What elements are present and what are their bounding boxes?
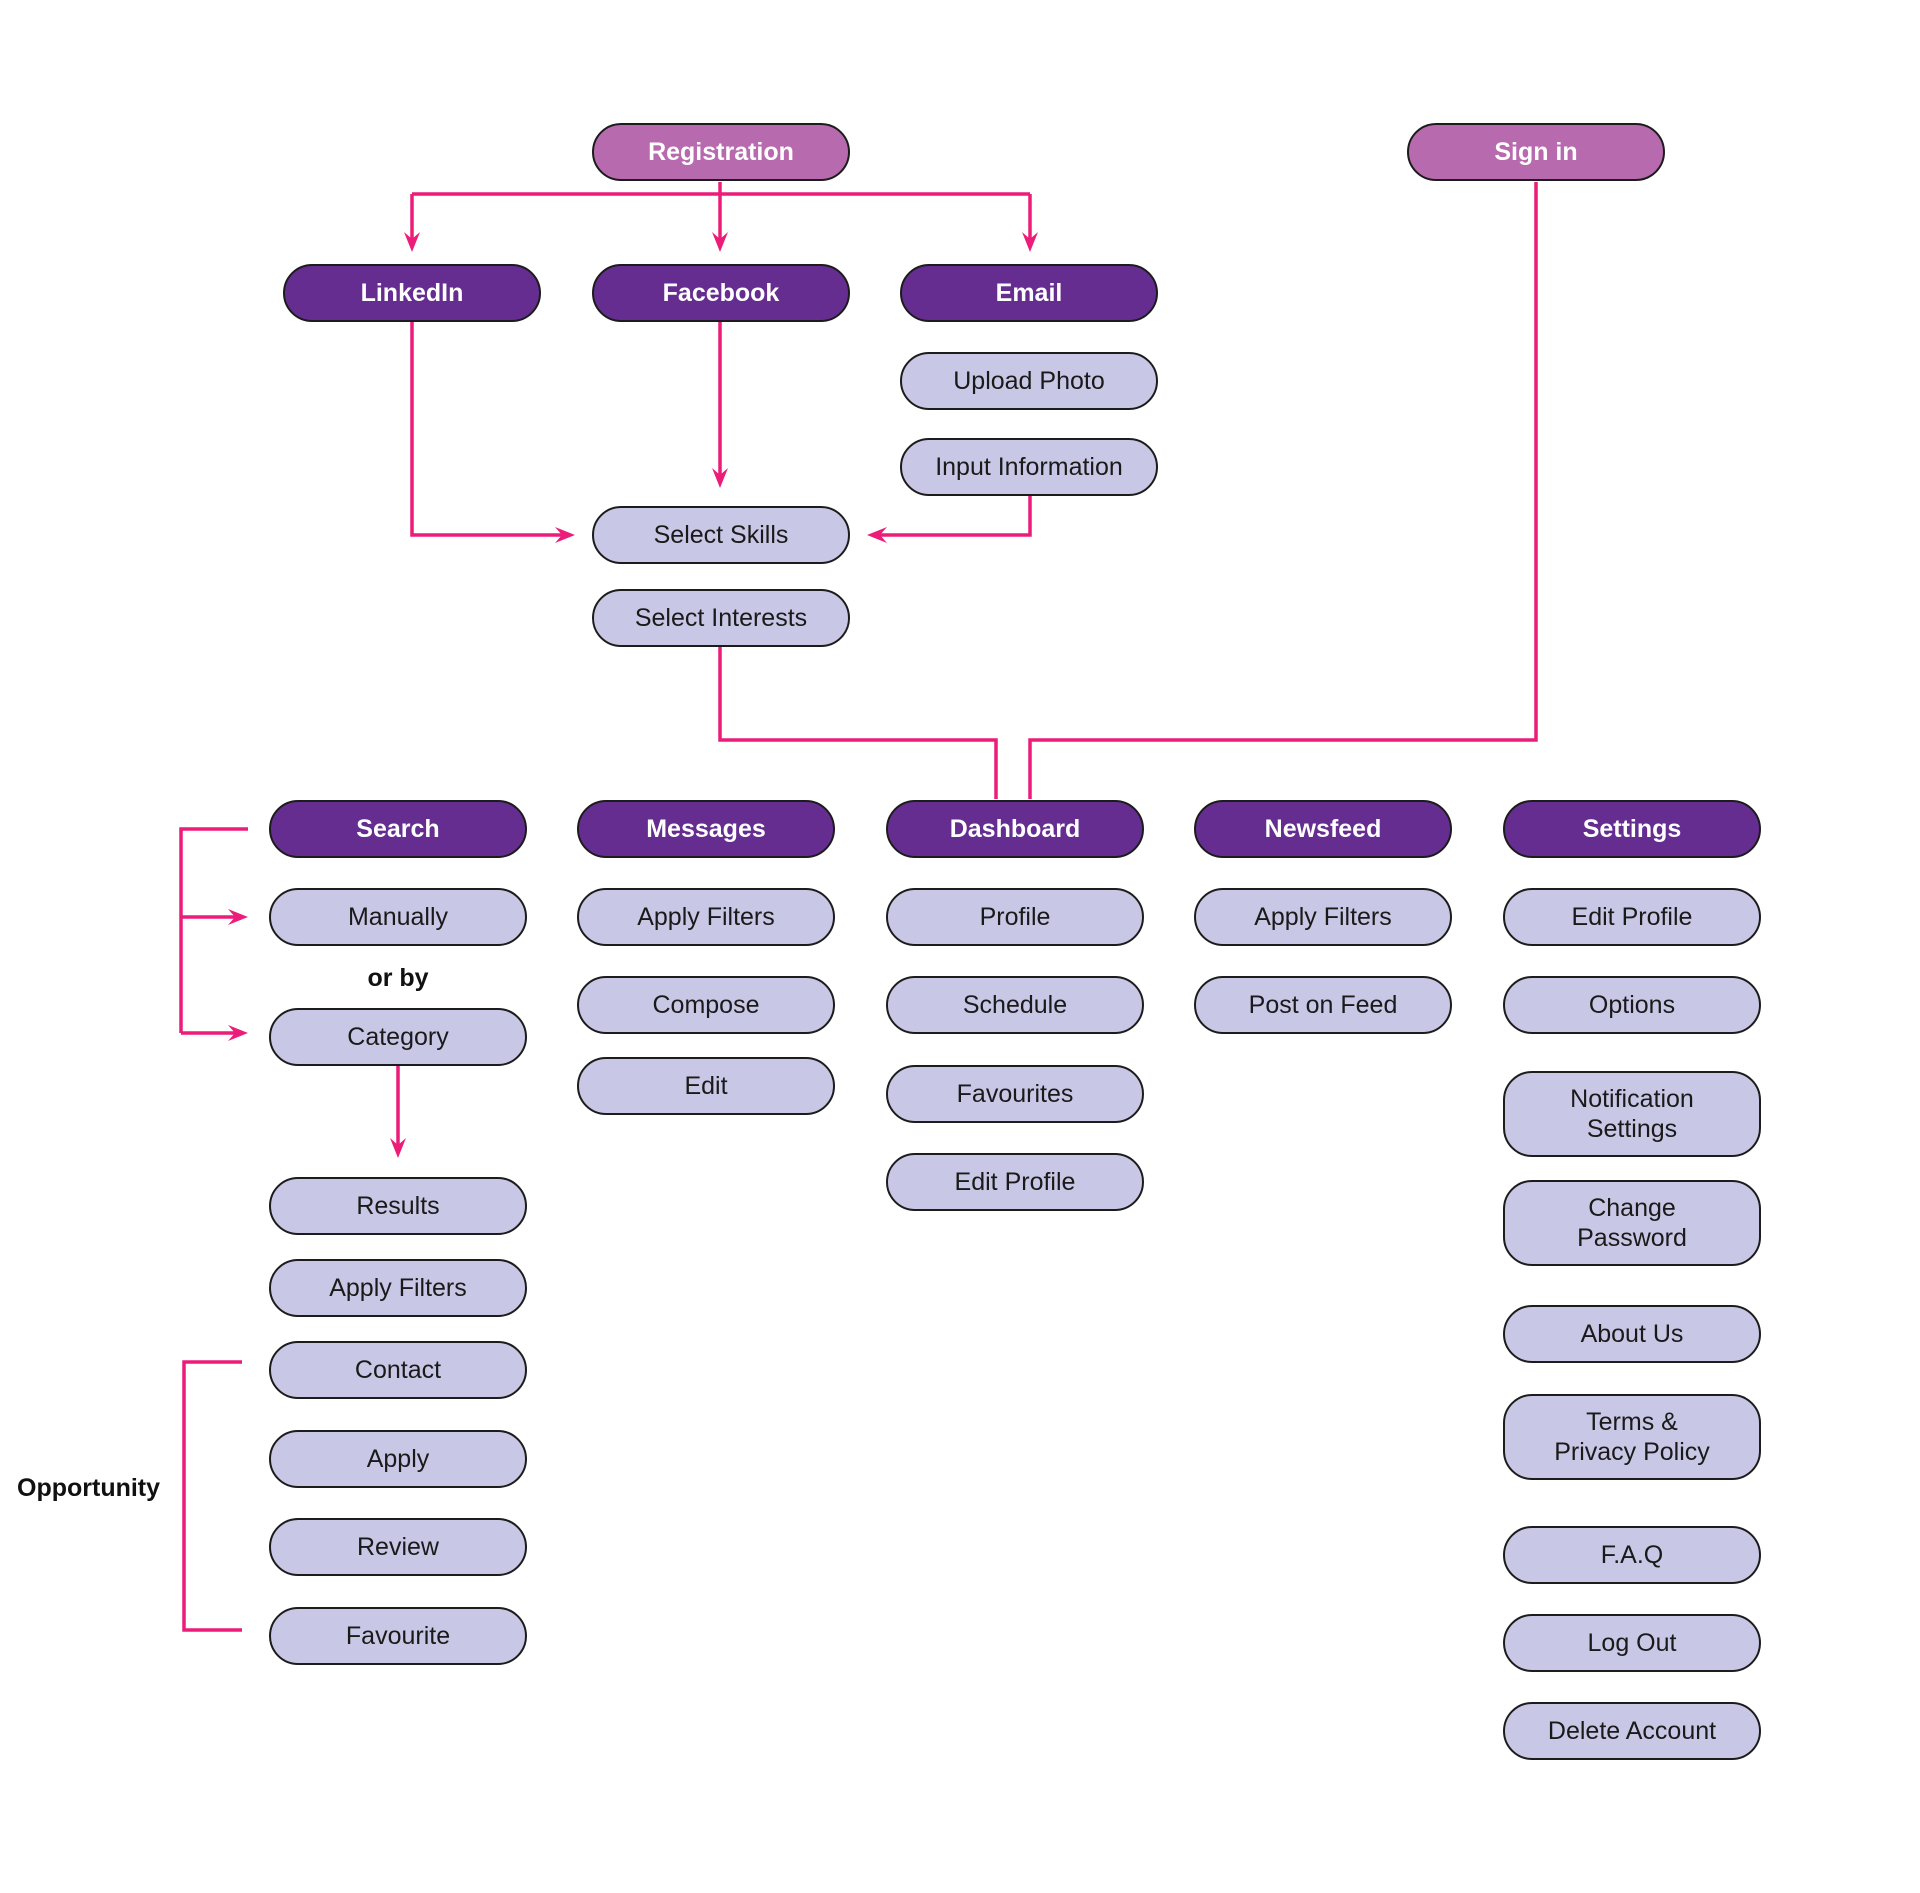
terms-privacy-node[interactable]: Terms & Privacy Policy: [1503, 1394, 1761, 1480]
registration-node[interactable]: Registration: [592, 123, 850, 181]
opportunity-bracket: [182, 1360, 242, 1632]
arrow-email-to-skills: [867, 496, 1032, 543]
email-node[interactable]: Email: [900, 264, 1158, 322]
newsfeed-apply-filters-node[interactable]: Apply Filters: [1194, 888, 1452, 946]
change-password-node[interactable]: Change Password: [1503, 1180, 1761, 1266]
input-information-node[interactable]: Input Information: [900, 438, 1158, 496]
favourite-node[interactable]: Favourite: [269, 1607, 527, 1665]
favourites-node[interactable]: Favourites: [886, 1065, 1144, 1123]
review-node[interactable]: Review: [269, 1518, 527, 1576]
search-apply-filters-node[interactable]: Apply Filters: [269, 1259, 527, 1317]
faq-node[interactable]: F.A.Q: [1503, 1526, 1761, 1584]
compose-node[interactable]: Compose: [577, 976, 835, 1034]
connector-signin-to-dashboard: [1028, 182, 1538, 799]
schedule-node[interactable]: Schedule: [886, 976, 1144, 1034]
search-node[interactable]: Search: [269, 800, 527, 858]
notification-settings-node[interactable]: Notification Settings: [1503, 1071, 1761, 1157]
opportunity-label: Opportunity: [17, 1474, 161, 1502]
delete-account-node[interactable]: Delete Account: [1503, 1702, 1761, 1760]
log-out-node[interactable]: Log Out: [1503, 1614, 1761, 1672]
dashboard-node[interactable]: Dashboard: [886, 800, 1144, 858]
results-node[interactable]: Results: [269, 1177, 527, 1235]
facebook-node[interactable]: Facebook: [592, 264, 850, 322]
messages-node[interactable]: Messages: [577, 800, 835, 858]
linkedin-node[interactable]: LinkedIn: [283, 264, 541, 322]
or-by-label: or by: [367, 964, 429, 992]
profile-node[interactable]: Profile: [886, 888, 1144, 946]
messages-apply-filters-node[interactable]: Apply Filters: [577, 888, 835, 946]
post-on-feed-node[interactable]: Post on Feed: [1194, 976, 1452, 1034]
sign-in-node[interactable]: Sign in: [1407, 123, 1665, 181]
connector-interests-to-dashboard: [718, 646, 998, 799]
newsfeed-node[interactable]: Newsfeed: [1194, 800, 1452, 858]
connector-search-bracket: [179, 827, 248, 1033]
edit-node[interactable]: Edit: [577, 1057, 835, 1115]
settings-edit-profile-node[interactable]: Edit Profile: [1503, 888, 1761, 946]
contact-node[interactable]: Contact: [269, 1341, 527, 1399]
select-interests-node[interactable]: Select Interests: [592, 589, 850, 647]
apply-node[interactable]: Apply: [269, 1430, 527, 1488]
select-skills-node[interactable]: Select Skills: [592, 506, 850, 564]
about-us-node[interactable]: About Us: [1503, 1305, 1761, 1363]
settings-node[interactable]: Settings: [1503, 800, 1761, 858]
upload-photo-node[interactable]: Upload Photo: [900, 352, 1158, 410]
dashboard-edit-profile-node[interactable]: Edit Profile: [886, 1153, 1144, 1211]
manually-node[interactable]: Manually: [269, 888, 527, 946]
options-node[interactable]: Options: [1503, 976, 1761, 1034]
arrow-linkedin-to-skills: [410, 322, 575, 543]
category-node[interactable]: Category: [269, 1008, 527, 1066]
